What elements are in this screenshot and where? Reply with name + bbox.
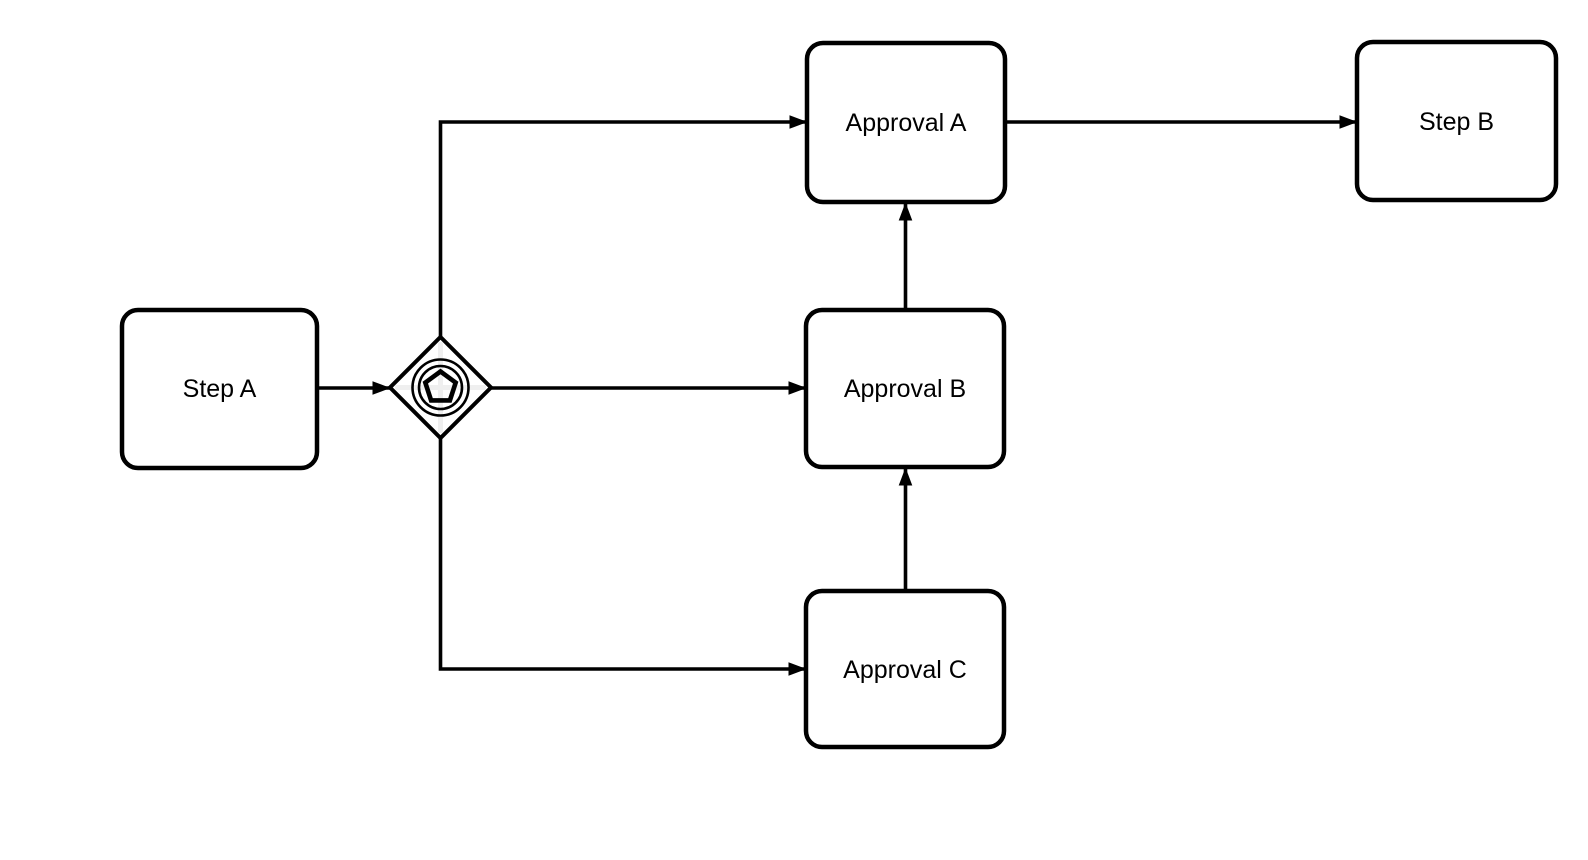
node-step-a-shape[interactable] <box>119 307 320 471</box>
node-approval-b-label: Approval B <box>844 375 966 403</box>
node-approval-b[interactable]: Approval B <box>803 307 1007 470</box>
node-approval-a-shape[interactable] <box>804 40 1008 205</box>
node-approval-c-label: Approval C <box>843 656 967 684</box>
node-approval-a[interactable]: Approval A <box>804 40 1008 205</box>
node-step-a[interactable]: Step A <box>119 307 320 471</box>
node-approval-b-shape[interactable] <box>803 307 1007 470</box>
node-approval-a-label: Approval A <box>846 109 967 137</box>
node-step-b[interactable]: Step B <box>1354 39 1559 203</box>
edge-gateway-to-approval-a <box>438 115 808 340</box>
edge-gateway-to-approval-c <box>438 435 807 676</box>
node-step-a-label: Step A <box>183 375 257 403</box>
node-step-b-shape[interactable] <box>1354 39 1559 203</box>
gateway-inner-circle-icon <box>417 364 464 411</box>
gateway-outer-circle-icon <box>411 358 470 417</box>
gateway-pentagon-icon <box>422 368 459 403</box>
node-gateway[interactable] <box>387 334 494 441</box>
node-approval-c[interactable]: Approval C <box>803 588 1007 750</box>
node-step-b-label: Step B <box>1419 108 1494 136</box>
node-approval-c-shape[interactable] <box>803 588 1007 750</box>
